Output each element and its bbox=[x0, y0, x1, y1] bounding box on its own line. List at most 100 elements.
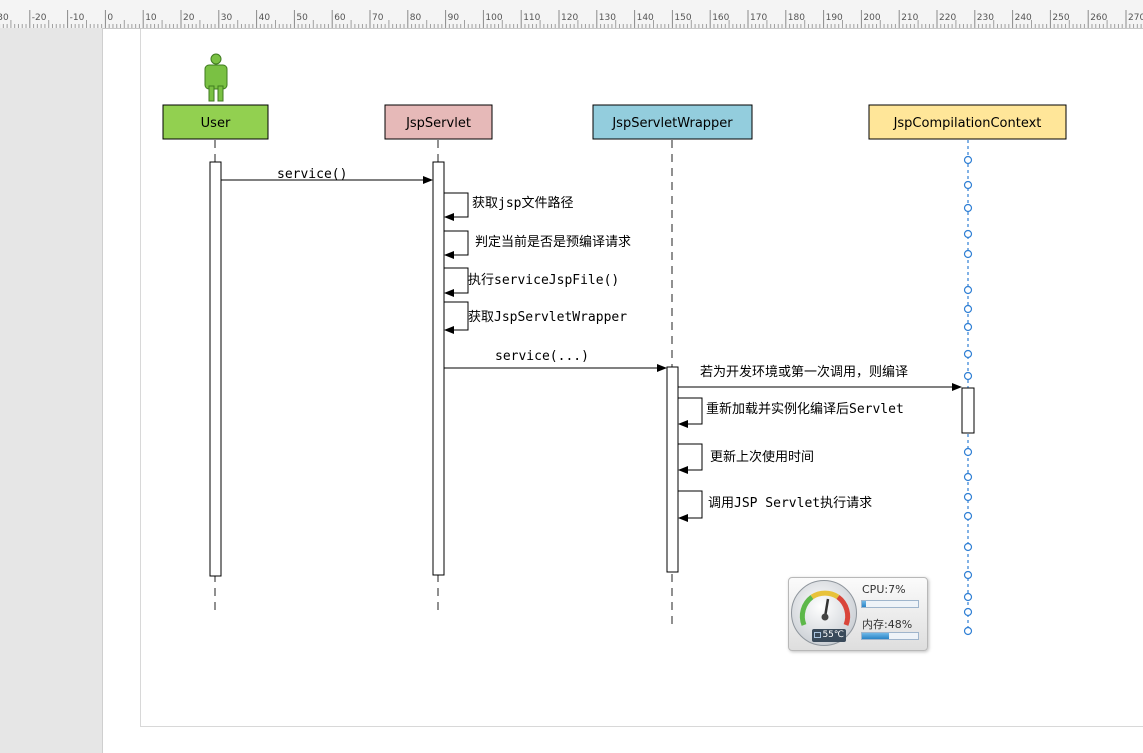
cpu-label: CPU:7% bbox=[862, 583, 906, 596]
participant-jspservletwrapper-label: JspServletWrapper bbox=[611, 116, 733, 131]
message-service-wrapper[interactable]: service(...) bbox=[444, 349, 667, 372]
activation-user bbox=[209, 161, 222, 577]
ruler-label: -30 bbox=[0, 13, 9, 23]
ruler-label: 60 bbox=[334, 13, 346, 23]
ruler-label: 140 bbox=[637, 13, 654, 23]
lifeline-marker bbox=[963, 626, 973, 636]
lifeline-marker bbox=[963, 249, 973, 259]
ruler-label: 240 bbox=[1015, 13, 1032, 23]
ruler-label: 120 bbox=[561, 13, 578, 23]
lifeline-marker bbox=[963, 492, 973, 502]
top-ruler: -30 -20 -10 0 10 20 30 40 50 60 70 80 90 100 110 120 130… bbox=[0, 0, 1143, 29]
lifeline-marker bbox=[963, 229, 973, 239]
message-compile-label: 若为开发环境或第一次调用，则编译 bbox=[700, 364, 908, 380]
self-message-update-time[interactable]: 更新上次使用时间 bbox=[678, 443, 814, 474]
participant-jspservlet[interactable]: JspServlet bbox=[384, 104, 493, 140]
ruler-label: 0 bbox=[107, 13, 113, 23]
ruler-label: 170 bbox=[750, 13, 767, 23]
lifeline-marker bbox=[963, 472, 973, 482]
self-message-reload-servlet[interactable]: 重新加载并实例化编译后Servlet bbox=[678, 397, 904, 428]
memory-label: 内存:48% bbox=[862, 618, 913, 631]
lifeline-marker bbox=[963, 592, 973, 602]
self-message-service-jsp-file-label: 执行serviceJspFile() bbox=[468, 273, 619, 288]
participant-jspservlet-label: JspServlet bbox=[405, 116, 471, 131]
ruler-label: 40 bbox=[259, 13, 271, 23]
lifeline-marker bbox=[963, 607, 973, 617]
lifeline-jspcompilationcontext-markers bbox=[963, 155, 973, 636]
self-message-service-jsp-file[interactable]: 执行serviceJspFile() bbox=[444, 267, 619, 297]
lifeline-marker bbox=[963, 447, 973, 457]
ruler-label: 160 bbox=[712, 13, 729, 23]
ruler-label: 210 bbox=[901, 13, 918, 23]
ruler-label: 10 bbox=[145, 13, 157, 23]
self-message-check-precompile[interactable]: 判定当前是否是预编译请求 bbox=[444, 230, 631, 259]
self-message-get-jsp-path[interactable]: 获取jsp文件路径 bbox=[444, 192, 573, 221]
self-message-reload-servlet-label: 重新加载并实例化编译后Servlet bbox=[706, 401, 904, 417]
cpu-gauge: 55℃ bbox=[791, 580, 857, 646]
ruler-ticks: -30 -20 -10 0 10 20 30 40 50 60 70 80 90 100 110 120 130… bbox=[0, 10, 1143, 28]
user-actor-icon bbox=[204, 53, 228, 102]
self-message-get-wrapper[interactable]: 获取JspServletWrapper bbox=[444, 301, 627, 334]
lifeline-marker bbox=[963, 304, 973, 314]
activation-jspcompilationcontext bbox=[961, 387, 975, 434]
ruler-label: 250 bbox=[1052, 13, 1069, 23]
lifeline-marker bbox=[963, 371, 973, 381]
ruler-label: 110 bbox=[523, 13, 540, 23]
activation-jspservletwrapper bbox=[666, 366, 679, 573]
self-message-execute-request[interactable]: 调用JSP Servlet执行请求 bbox=[678, 490, 872, 522]
self-message-execute-request-label: 调用JSP Servlet执行请求 bbox=[708, 496, 872, 511]
ruler-label: 130 bbox=[599, 13, 616, 23]
ruler-label: 100 bbox=[485, 13, 502, 23]
ruler-label: 70 bbox=[372, 13, 384, 23]
cpu-bar bbox=[861, 600, 919, 608]
lifeline-marker bbox=[963, 542, 973, 552]
message-service-wrapper-label: service(...) bbox=[495, 349, 589, 364]
ruler-label: 30 bbox=[221, 13, 233, 23]
participant-user-label: User bbox=[201, 116, 231, 131]
message-compile[interactable]: 若为开发环境或第一次调用，则编译 bbox=[678, 364, 962, 391]
temperature-value: 55℃ bbox=[822, 630, 844, 640]
ruler-label: 180 bbox=[788, 13, 805, 23]
self-message-check-precompile-label: 判定当前是否是预编译请求 bbox=[475, 234, 631, 250]
lifeline-marker bbox=[963, 349, 973, 359]
monitor-icon bbox=[814, 632, 821, 638]
lifeline-marker bbox=[963, 155, 973, 165]
ruler-label: 230 bbox=[977, 13, 994, 23]
message-service-label: service() bbox=[277, 167, 347, 182]
page-boundary bbox=[140, 29, 1143, 727]
participant-jspservletwrapper[interactable]: JspServletWrapper bbox=[592, 104, 753, 140]
system-monitor-widget[interactable]: 55℃ CPU:7% 内存:48% bbox=[788, 577, 928, 651]
self-message-get-jsp-path-label: 获取jsp文件路径 bbox=[472, 195, 573, 211]
participant-user[interactable]: User bbox=[162, 104, 269, 140]
ruler-label: 270 bbox=[1128, 13, 1143, 23]
memory-bar bbox=[861, 632, 919, 640]
lifeline-marker bbox=[963, 322, 973, 332]
self-message-get-wrapper-label: 获取JspServletWrapper bbox=[468, 310, 627, 325]
ruler-label: -10 bbox=[70, 13, 85, 23]
gauge-dial-icon bbox=[799, 590, 851, 626]
ruler-label: 20 bbox=[183, 13, 195, 23]
ruler-label: 190 bbox=[826, 13, 843, 23]
ruler-label: 80 bbox=[410, 13, 422, 23]
lifeline-marker bbox=[963, 511, 973, 521]
ruler-label: 150 bbox=[674, 13, 691, 23]
left-gutter bbox=[0, 28, 103, 753]
ruler-label: -20 bbox=[32, 13, 47, 23]
memory-bar-fill bbox=[862, 633, 889, 639]
participant-jspcompilationcontext-label: JspCompilationContext bbox=[893, 116, 1042, 131]
lifeline-marker bbox=[963, 285, 973, 295]
cpu-bar-fill bbox=[862, 601, 866, 607]
message-service[interactable]: service() bbox=[221, 167, 433, 184]
ruler-label: 90 bbox=[448, 13, 460, 23]
ruler-label: 220 bbox=[939, 13, 956, 23]
lifeline-marker bbox=[963, 203, 973, 213]
participant-jspcompilationcontext[interactable]: JspCompilationContext bbox=[868, 104, 1067, 140]
ruler-label: 200 bbox=[863, 13, 880, 23]
ruler-label: 50 bbox=[296, 13, 308, 23]
temperature-readout: 55℃ bbox=[812, 629, 846, 642]
lifeline-marker bbox=[963, 570, 973, 580]
ruler-label: 260 bbox=[1090, 13, 1107, 23]
lifeline-marker bbox=[963, 180, 973, 190]
activation-jspservlet bbox=[432, 161, 445, 576]
